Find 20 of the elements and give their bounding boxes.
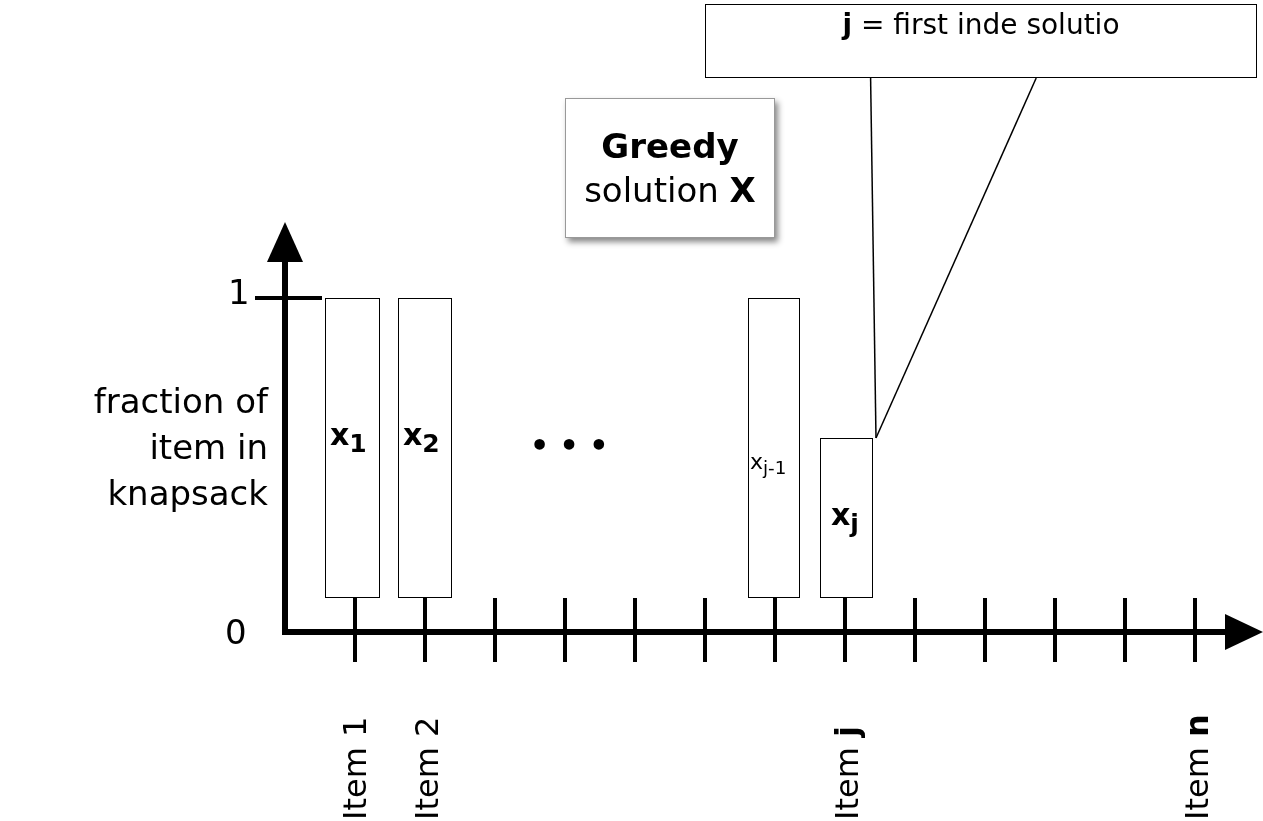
bar (325, 298, 380, 598)
tick-label: 1 (228, 272, 250, 312)
tick-label: 0 (225, 612, 247, 652)
item-label: Item 1 (336, 716, 374, 820)
bar-label: x$_{2}$ (403, 417, 440, 458)
axis-label: fraction of item in knapsack (92, 380, 268, 515)
bar (398, 298, 452, 598)
callout-box: j = first inde solutio (705, 4, 1257, 78)
item-label: Item j (828, 726, 866, 820)
subheading: solution X (584, 169, 756, 212)
item-label: Item n (1178, 714, 1216, 820)
bar (820, 438, 873, 598)
ellipsis: • • • (530, 428, 609, 463)
bar-label: x$_{1}$ (330, 417, 367, 458)
title-box (565, 98, 775, 238)
bar-label: x$_{j-1}$ (750, 449, 787, 479)
heading: Greedy (601, 125, 739, 168)
item-label: Item 2 (408, 716, 446, 820)
bar (748, 298, 800, 598)
bar-label: x$_{j}$ (831, 497, 859, 538)
